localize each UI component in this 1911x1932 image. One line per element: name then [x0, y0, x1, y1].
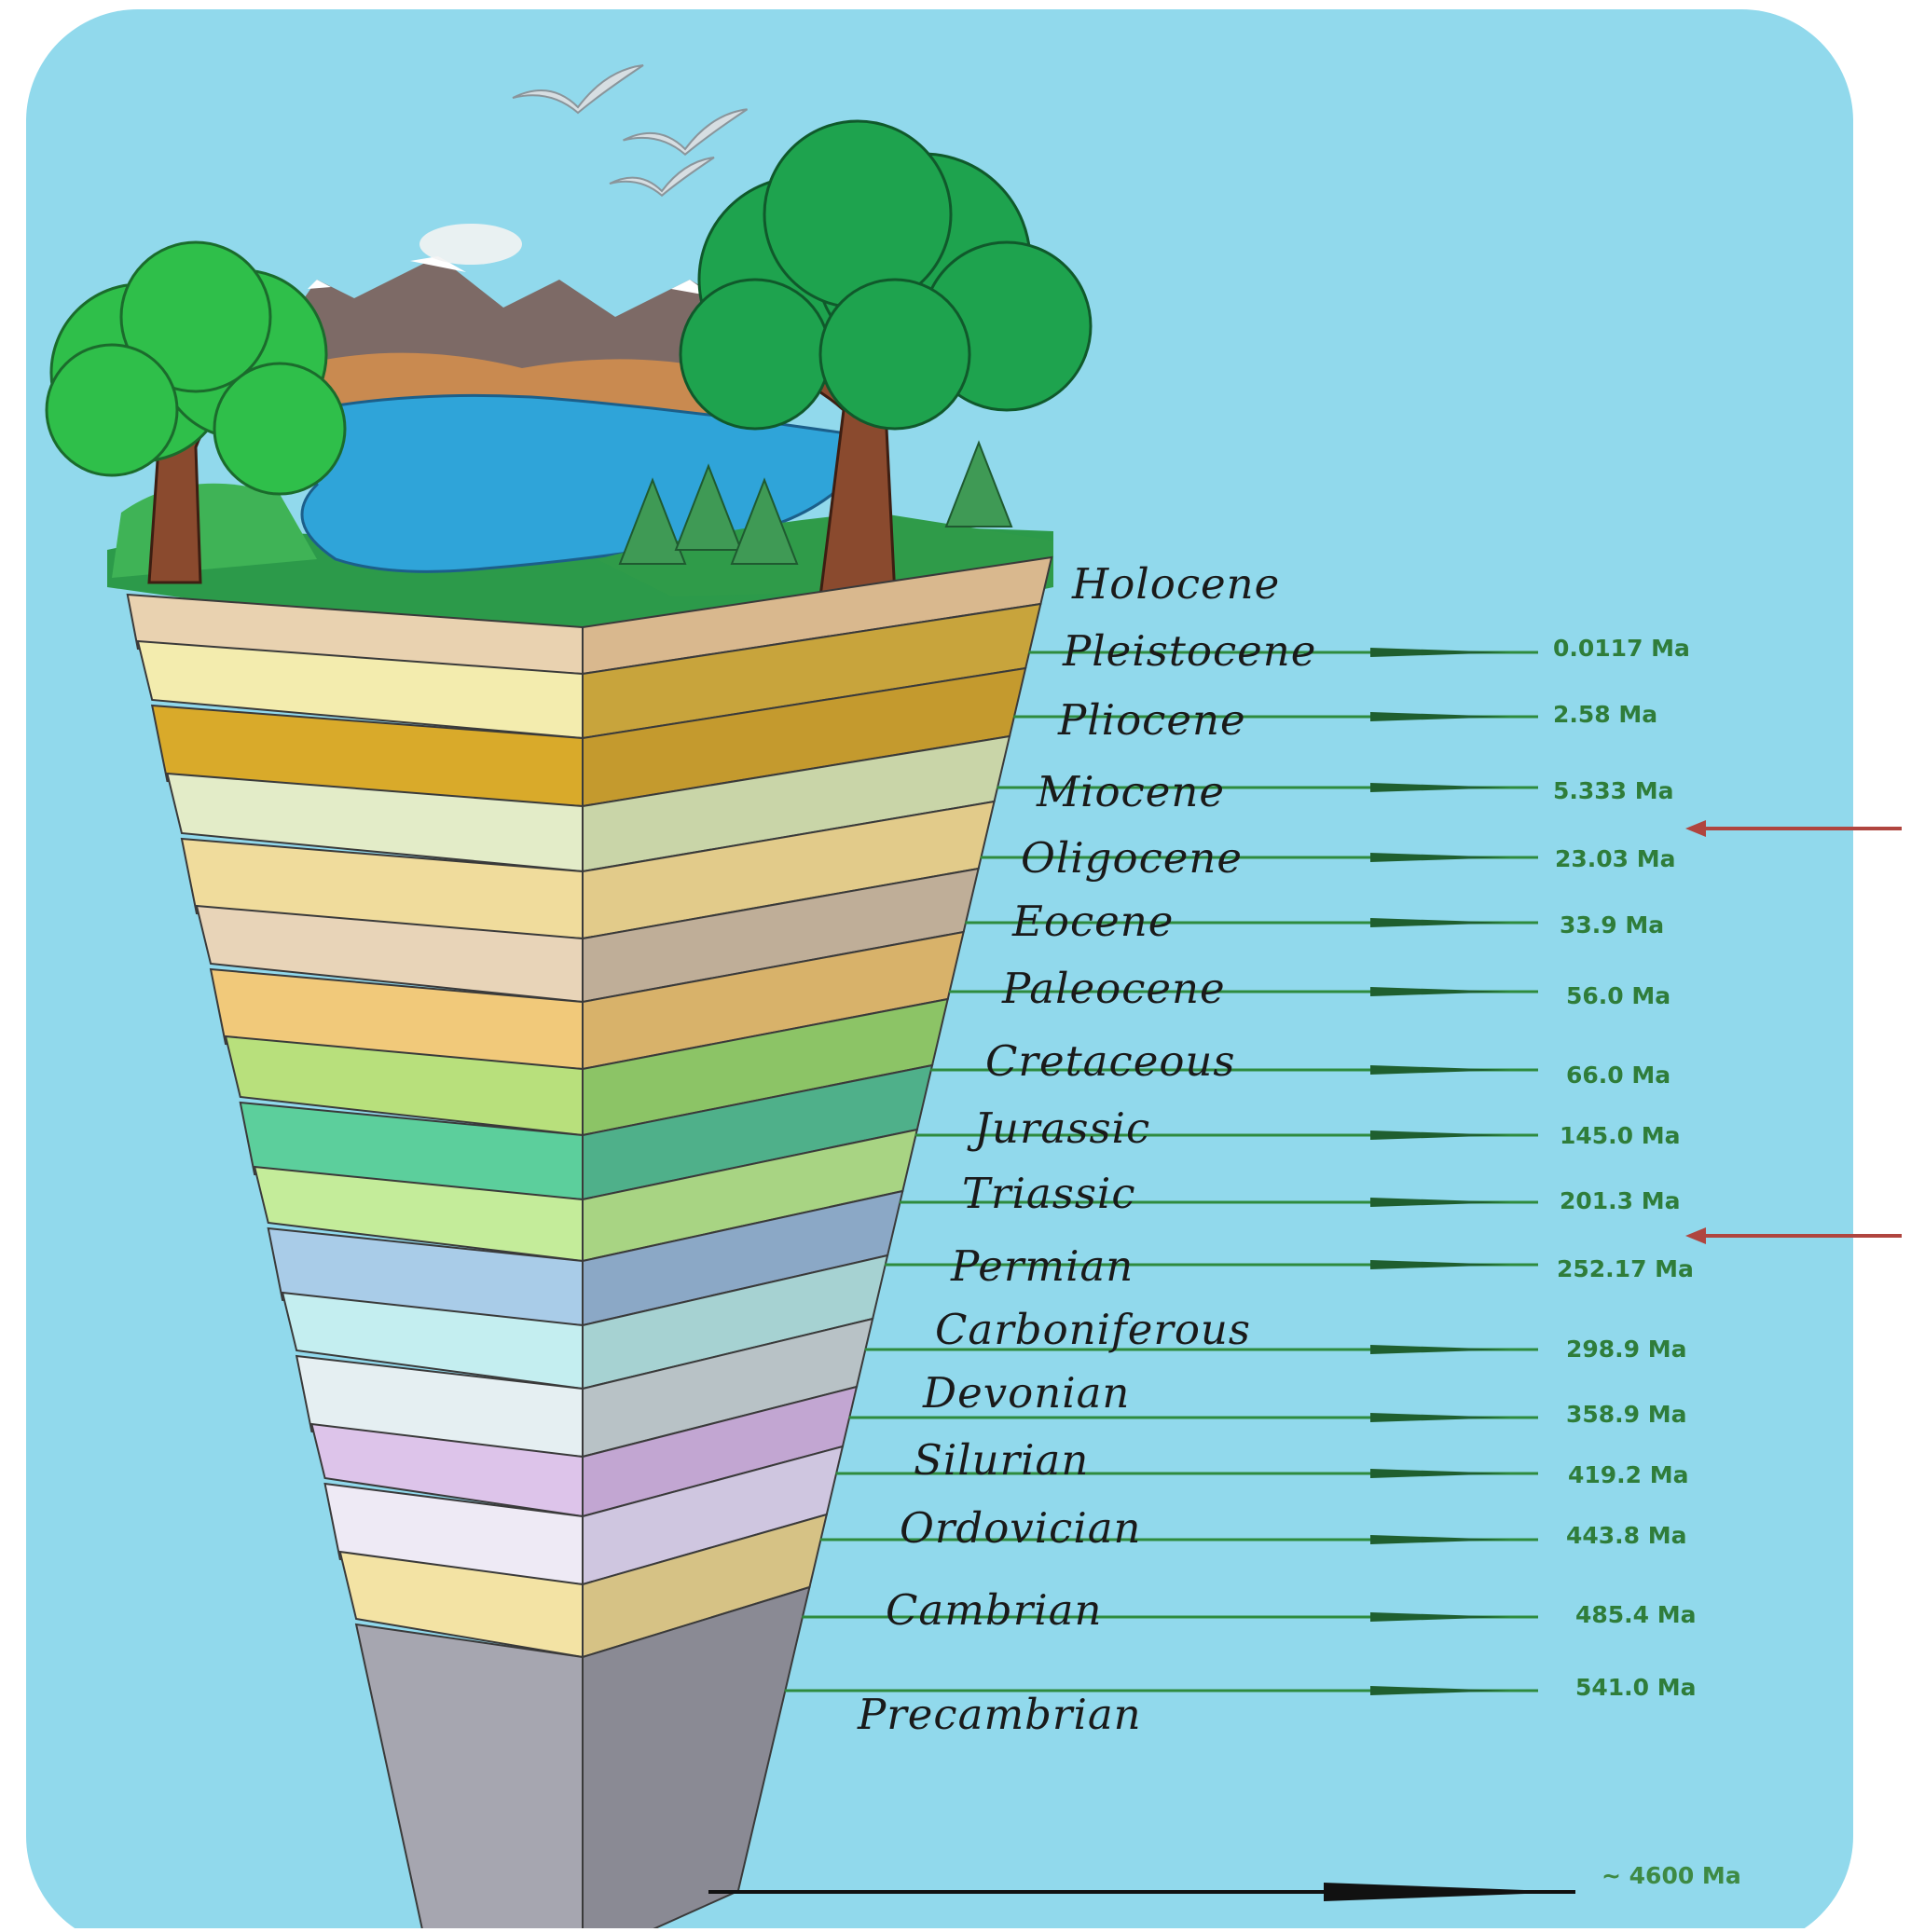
age-label-cretaceous: 145.0 Ma: [1560, 1122, 1681, 1149]
volcano-smoke: [419, 224, 522, 265]
period-name-cambrian: Cambrian: [886, 1585, 1102, 1635]
period-name-eocene: Eocene: [1012, 897, 1174, 946]
age-label-ordovician: 485.4 Ma: [1575, 1601, 1697, 1628]
age-label-pliocene: 5.333 Ma: [1553, 777, 1674, 804]
period-name-paleocene: Paleocene: [1002, 964, 1226, 1013]
period-name-miocene: Miocene: [1037, 767, 1225, 816]
age-label-holocene: 0.0117 Ma: [1553, 635, 1690, 662]
period-name-ordovician: Ordovician: [900, 1503, 1142, 1553]
period-name-pleistocene: Pleistocene: [1063, 626, 1316, 676]
period-name-oligocene: Oligocene: [1021, 833, 1243, 883]
period-name-permian: Permian: [951, 1241, 1134, 1291]
tree-canopy-right-3: [764, 121, 951, 308]
period-name-silurian: Silurian: [914, 1435, 1089, 1485]
tree-canopy-right-6: [820, 280, 969, 429]
age-label-triassic: 252.17 Ma: [1557, 1255, 1694, 1282]
period-name-cretaceous: Cretaceous: [985, 1036, 1236, 1086]
tree-canopy-right-5: [681, 280, 830, 429]
tree-canopy-left-4: [47, 345, 177, 475]
age-label-miocene: 23.03 Ma: [1555, 845, 1676, 872]
age-label-cambrian: 541.0 Ma: [1575, 1674, 1697, 1701]
period-name-precambrian: Precambrian: [858, 1690, 1142, 1739]
age-label-permian: 298.9 Ma: [1566, 1336, 1687, 1363]
age-label-pleistocene: 2.58 Ma: [1553, 701, 1657, 728]
period-name-devonian: Devonian: [923, 1368, 1130, 1418]
age-label-oligocene: 33.9 Ma: [1560, 911, 1664, 939]
age-label-jurassic: 201.3 Ma: [1560, 1187, 1681, 1214]
age-label-eocene: 56.0 Ma: [1566, 982, 1670, 1009]
age-label-paleocene: 66.0 Ma: [1566, 1062, 1670, 1089]
period-name-pliocene: Pliocene: [1058, 695, 1246, 745]
period-name-triassic: Triassic: [962, 1169, 1136, 1218]
age-label-carboniferous: 358.9 Ma: [1566, 1401, 1687, 1428]
period-name-holocene: Holocene: [1072, 559, 1280, 609]
period-name-jurassic: Jurassic: [974, 1103, 1150, 1153]
tree-canopy-left-5: [214, 363, 345, 494]
age-label-precambrian: ~ 4600 Ma: [1602, 1862, 1741, 1889]
age-label-silurian: 443.8 Ma: [1566, 1522, 1687, 1549]
period-name-carboniferous: Carboniferous: [935, 1305, 1251, 1354]
age-label-devonian: 419.2 Ma: [1568, 1461, 1689, 1488]
